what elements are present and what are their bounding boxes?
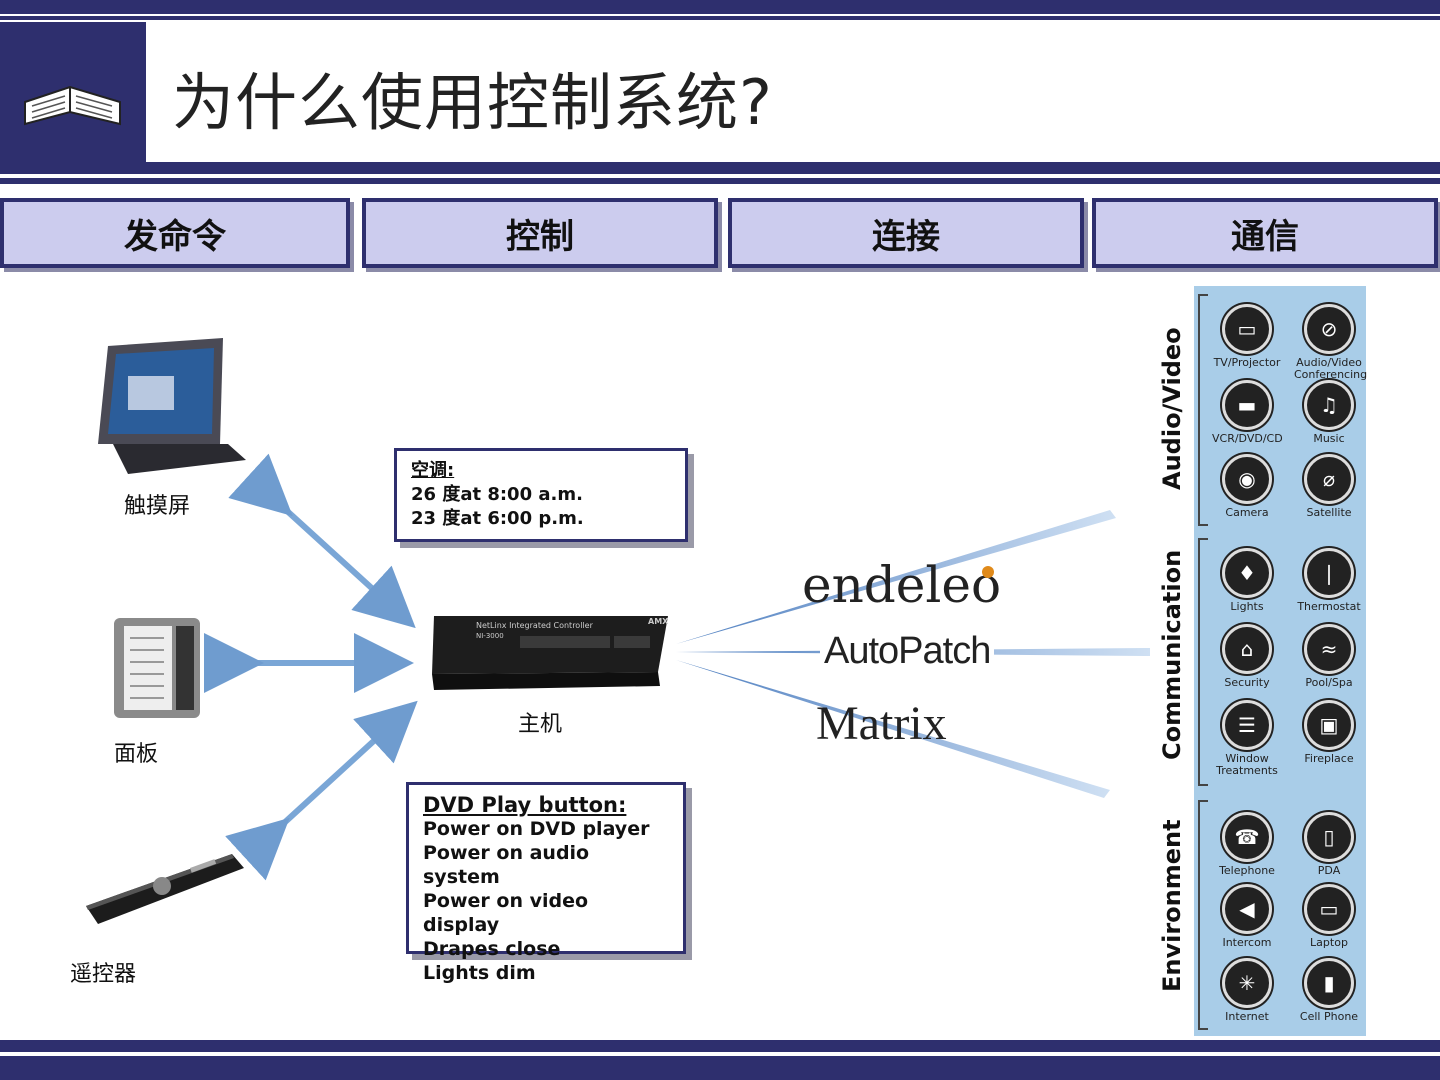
intercom-icon: ◀ [1222, 884, 1272, 934]
device-lights[interactable]: ♦Lights [1212, 548, 1282, 613]
device-camera[interactable]: ◉Camera [1212, 454, 1282, 519]
tv-icon: ▭ [1222, 304, 1272, 354]
device-laptop[interactable]: ▭Laptop [1294, 884, 1364, 949]
callout-dvd-line: Power on DVD player [423, 818, 650, 840]
top-stripe-thin [0, 16, 1440, 20]
category-control: 控制 [362, 198, 718, 268]
controller-label: 主机 [518, 712, 563, 737]
device-security[interactable]: ⌂Security [1212, 624, 1282, 689]
callout-ac-line: 23 度at 6:00 p.m. [411, 508, 584, 529]
ray-bottom [676, 660, 1110, 798]
category-connect: 连接 [728, 198, 1084, 268]
vcr-icon: ▬ [1222, 380, 1272, 430]
open-book-icon [24, 85, 121, 126]
device-thermostat[interactable]: ❘Thermostat [1294, 548, 1364, 613]
device-vcr-dvd-cd[interactable]: ▬VCR/DVD/CD [1212, 380, 1283, 445]
device-av-conferencing[interactable]: ⊘Audio/Video Conferencing [1294, 304, 1367, 381]
remote-label: 遥控器 [70, 962, 137, 987]
keypad-icon [114, 618, 200, 718]
microphone-icon: ⊘ [1304, 304, 1354, 354]
book-logo [0, 22, 146, 162]
callout-dvd-line: Drapes close [423, 938, 561, 960]
callout-ac-title: 空调: [411, 460, 455, 481]
callout-dvd-macro: DVD Play button: Power on DVD player Pow… [406, 782, 686, 984]
ray-top [676, 510, 1116, 644]
callout-ac-line: 26 度at 8:00 a.m. [411, 484, 583, 505]
group-label-environment: Environment [1158, 819, 1186, 992]
device-pda[interactable]: ▯PDA [1294, 812, 1364, 877]
device-fireplace[interactable]: ▣Fireplace [1294, 700, 1364, 765]
category-communicate: 通信 [1092, 198, 1438, 268]
device-tv-projector[interactable]: ▭TV/Projector [1212, 304, 1282, 369]
controller-device-text: NetLinx Integrated Controller [476, 621, 594, 630]
controller-icon: NetLinx Integrated Controller NI-3000 AM… [432, 616, 669, 690]
touch-panel-label: 触摸屏 [124, 494, 191, 519]
music-icon: ♫ [1304, 380, 1354, 430]
controller-model: NI-3000 [476, 632, 504, 640]
device-internet[interactable]: ✳Internet [1212, 958, 1282, 1023]
bracket [1198, 800, 1208, 1030]
bottom-stripe [0, 1040, 1440, 1052]
brand-endeleo: endeleo [802, 556, 1002, 614]
device-telephone[interactable]: ☎Telephone [1212, 812, 1282, 877]
device-intercom[interactable]: ◀Intercom [1212, 884, 1282, 949]
keypad-label: 面板 [114, 742, 159, 767]
callout-ac-schedule: 空调: 26 度at 8:00 a.m. 23 度at 6:00 p.m. [394, 448, 688, 542]
satellite-icon: ⌀ [1304, 454, 1354, 504]
callout-dvd-title: DVD Play button: [423, 793, 627, 817]
callout-dvd-line: Lights dim [423, 962, 536, 984]
arrow-remote [225, 700, 418, 881]
top-stripe [0, 0, 1440, 14]
category-command: 发命令 [0, 198, 350, 268]
brand-autopatch: AutoPatch [820, 630, 995, 673]
device-window-treatments[interactable]: ☰Window Treatments [1212, 700, 1282, 777]
device-pool-spa[interactable]: ≈Pool/Spa [1294, 624, 1364, 689]
endeleo-dot [982, 566, 994, 578]
divider-thin [0, 178, 1440, 184]
controller-brand-mark: AMX [648, 617, 669, 626]
swimmer-icon: ≈ [1304, 624, 1354, 674]
bracket [1198, 538, 1208, 786]
page-title: 为什么使用控制系统? [172, 66, 773, 139]
thermometer-icon: ❘ [1304, 548, 1354, 598]
device-satellite[interactable]: ⌀Satellite [1294, 454, 1364, 519]
pda-icon: ▯ [1304, 812, 1354, 862]
lightbulb-icon: ♦ [1222, 548, 1272, 598]
device-music[interactable]: ♫Music [1294, 380, 1364, 445]
callout-dvd-line: Power on audio system [423, 842, 590, 888]
laptop-icon: ▭ [1304, 884, 1354, 934]
group-label-audio-video: Audio/Video [1158, 327, 1186, 490]
remote-icon [86, 854, 244, 924]
brand-matrix: Matrix [816, 697, 947, 750]
web-icon: ✳ [1222, 958, 1272, 1008]
blinds-icon: ☰ [1222, 700, 1272, 750]
camera-icon: ◉ [1222, 454, 1272, 504]
cell-phone-icon: ▮ [1304, 958, 1354, 1008]
device-cell-phone[interactable]: ▮Cell Phone [1294, 958, 1364, 1023]
group-label-communication: Communication [1158, 549, 1186, 760]
callout-dvd-line: Power on video display [423, 890, 589, 936]
touch-panel-icon [98, 338, 246, 474]
telephone-icon: ☎ [1222, 812, 1272, 862]
divider [0, 162, 1440, 174]
arrow-touchpanel [228, 453, 416, 629]
fireplace-icon: ▣ [1304, 700, 1354, 750]
lock-icon: ⌂ [1222, 624, 1272, 674]
bottom-stripe-thick [0, 1056, 1440, 1080]
bracket [1198, 294, 1208, 526]
